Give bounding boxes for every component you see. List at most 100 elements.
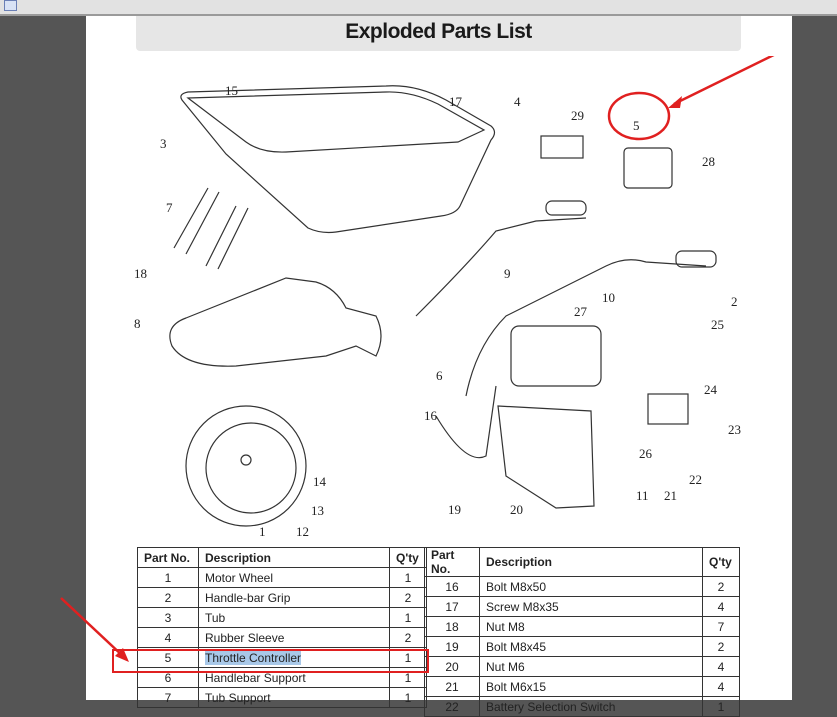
- callout-label: 15: [225, 83, 238, 98]
- annotation-arrow: [673, 56, 775, 106]
- callout-label: 13: [311, 503, 324, 518]
- callout-label: 2: [731, 294, 738, 309]
- page-title: Exploded Parts List: [345, 20, 532, 43]
- callout-label: 6: [436, 368, 443, 383]
- charger-shape: [540, 135, 584, 159]
- header-qty: Q'ty: [702, 547, 740, 577]
- cell-part-no: 18: [424, 616, 480, 637]
- cell-description: Handle-bar Grip: [198, 587, 390, 608]
- callout-label: 19: [448, 502, 461, 517]
- callout-label: 10: [602, 290, 615, 305]
- callout-label: 26: [639, 446, 653, 461]
- viewer-toolbar: [0, 0, 837, 16]
- cell-description: Nut M6: [479, 656, 703, 677]
- callout-label: 20: [510, 502, 523, 517]
- callout-label: 25: [711, 317, 724, 332]
- table-header-row: Part No. Description Q'ty: [137, 547, 427, 568]
- tub-shape: [180, 85, 496, 234]
- cell-qty: 7: [702, 616, 740, 637]
- cell-qty: 2: [389, 587, 427, 608]
- callout-label: 9: [504, 266, 511, 281]
- callout-label: 17: [449, 94, 463, 109]
- callout-label: 28: [702, 154, 715, 169]
- handlebar-right: [465, 259, 707, 397]
- cell-qty: 1: [389, 567, 427, 588]
- cell-part-no: 16: [424, 576, 480, 597]
- cell-description: Screw M8x35: [479, 596, 703, 617]
- callout-label: 1: [259, 524, 266, 539]
- cell-description: Bolt M6x15: [479, 676, 703, 697]
- cell-qty: 2: [702, 576, 740, 597]
- callout-label: 5: [633, 118, 640, 133]
- cell-qty: 2: [389, 627, 427, 648]
- header-part-no: Part No.: [137, 547, 199, 568]
- bracket-shape: [497, 405, 595, 509]
- callout-label: 29: [571, 108, 584, 123]
- callout-label: 7: [166, 200, 173, 215]
- cell-description: Bolt M8x50: [479, 576, 703, 597]
- header-description: Description: [198, 547, 390, 568]
- cell-description: Bolt M8x45: [479, 636, 703, 657]
- frame-shape: [169, 277, 382, 367]
- callout-label: 18: [134, 266, 147, 281]
- callout-label: 3: [160, 136, 167, 151]
- tub-support-shape: [173, 187, 249, 270]
- cell-part-no: 17: [424, 596, 480, 617]
- callout-label: 27: [574, 304, 588, 319]
- cell-part-no: 19: [424, 636, 480, 657]
- callout-label: 24: [704, 382, 718, 397]
- callout-label: 12: [296, 524, 309, 539]
- header-qty: Q'ty: [389, 547, 427, 568]
- cell-description: Nut M8: [479, 616, 703, 637]
- app-icon[interactable]: [4, 0, 17, 11]
- cell-qty: 1: [389, 607, 427, 628]
- controller-box-shape: [510, 325, 602, 387]
- cell-part-no: 20: [424, 656, 480, 677]
- cell-qty: 4: [702, 676, 740, 697]
- cell-description-selected[interactable]: Throttle Controller: [198, 647, 390, 668]
- exploded-diagram: 3 15 17 4 29 5 28 7 18 9 10 2 8 25 27 6 …: [134, 56, 775, 539]
- handlebar-left: [415, 217, 587, 317]
- callout-label: 8: [134, 316, 141, 331]
- cell-description: Tub: [198, 607, 390, 628]
- cell-description: Rubber Sleeve: [198, 627, 390, 648]
- cell-part-no: 21: [424, 676, 480, 697]
- title-banner: Exploded Parts List: [136, 16, 741, 51]
- battery-shape: [623, 147, 673, 189]
- header-description: Description: [479, 547, 703, 577]
- callout-label: 21: [664, 488, 677, 503]
- annotation-arrow-left: [60, 597, 129, 662]
- selected-text[interactable]: Throttle Controller: [205, 650, 302, 665]
- callout-label: 11: [636, 488, 649, 503]
- callout-label: 14: [313, 474, 327, 489]
- cell-part-no: 2: [137, 587, 199, 608]
- motor-wheel-shape: [185, 405, 307, 527]
- cell-description: Tub Support: [198, 687, 390, 708]
- callout-label: 4: [514, 94, 521, 109]
- cell-part-no: 3: [137, 607, 199, 628]
- annotation-row-box: [112, 649, 429, 673]
- cell-part-no: 4: [137, 627, 199, 648]
- cell-qty: 4: [702, 656, 740, 677]
- header-part-no: Part No.: [424, 547, 480, 577]
- table-header-row: Part No. Description Q'ty: [424, 547, 740, 577]
- cell-qty: 1: [389, 687, 427, 708]
- callout-label: 23: [728, 422, 741, 437]
- module-shape: [647, 393, 689, 425]
- callout-label: 22: [689, 472, 702, 487]
- cell-qty: 2: [702, 636, 740, 657]
